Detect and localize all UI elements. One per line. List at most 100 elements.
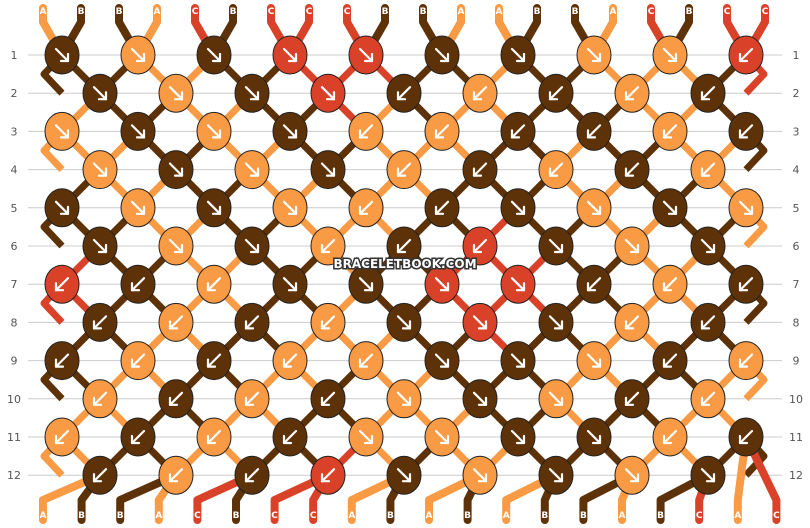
knot xyxy=(462,226,498,266)
arrow-icon xyxy=(434,429,450,445)
arrow-icon xyxy=(244,162,260,177)
arrow-head-icon xyxy=(738,129,749,139)
top-strand-label: C xyxy=(344,7,351,17)
arrow-icon xyxy=(586,353,602,368)
knot xyxy=(424,188,460,228)
top-strand-label: A xyxy=(496,7,503,17)
arrow-icon xyxy=(586,429,602,445)
knot xyxy=(728,35,764,75)
row-label-left: 9 xyxy=(11,355,18,368)
arrow-head-icon xyxy=(287,52,298,63)
row-label-left: 12 xyxy=(7,469,21,482)
arrow-head-icon xyxy=(510,129,521,139)
bottom-strand-label: A xyxy=(155,511,162,521)
top-strand-label: A xyxy=(40,7,47,17)
knot xyxy=(310,379,346,419)
arrow-icon xyxy=(586,200,602,215)
knot xyxy=(196,341,232,381)
arrow-icon xyxy=(282,200,298,215)
knot xyxy=(234,379,270,419)
knot xyxy=(158,73,194,113)
arrow-icon xyxy=(662,200,678,215)
arrow-icon xyxy=(548,238,564,254)
arrow-icon xyxy=(396,86,412,101)
arrow-icon xyxy=(434,124,450,139)
knot xyxy=(728,264,764,304)
row-label-left: 5 xyxy=(11,202,18,215)
knot xyxy=(538,226,574,266)
arrow-icon xyxy=(206,429,222,445)
arrow-head-icon xyxy=(173,167,184,177)
row-label-left: 6 xyxy=(11,240,18,253)
arrow-head-icon xyxy=(591,52,602,63)
knot xyxy=(348,341,384,381)
arrow-head-icon xyxy=(743,205,754,215)
bottom-strand xyxy=(579,471,636,524)
top-strand-label: B xyxy=(78,7,85,17)
arrow-head-icon xyxy=(401,473,412,483)
knot xyxy=(234,455,270,495)
knot xyxy=(690,226,726,266)
arrow-head-icon xyxy=(92,473,103,483)
arrow-icon xyxy=(548,391,564,406)
arrow-icon xyxy=(548,468,564,483)
knot xyxy=(82,455,118,495)
knot xyxy=(386,379,422,419)
knot xyxy=(158,302,194,342)
arrow-head-icon xyxy=(363,52,374,63)
arrow-head-icon xyxy=(358,358,369,368)
row-label-left: 11 xyxy=(7,431,21,444)
arrow-icon xyxy=(244,238,260,254)
knot xyxy=(310,226,346,266)
arrow-head-icon xyxy=(282,358,293,368)
arrow-head-icon xyxy=(211,129,222,139)
arrow-icon xyxy=(358,124,374,139)
knot xyxy=(44,35,80,75)
bottom-strand xyxy=(742,433,781,524)
knot xyxy=(196,417,232,457)
watermark: BRACELETBOOK.COM xyxy=(333,257,476,271)
knot xyxy=(158,150,194,190)
arrow-icon xyxy=(168,315,184,330)
knot xyxy=(690,150,726,190)
arrow-head-icon xyxy=(320,243,331,254)
arrow-icon xyxy=(168,86,184,101)
arrow-head-icon xyxy=(97,243,108,254)
arrow-head-icon xyxy=(705,243,716,254)
row-label-right: 12 xyxy=(789,469,803,482)
arrow-head-icon xyxy=(92,320,103,330)
row-label-left: 3 xyxy=(11,125,18,138)
bottom-strand-label: B xyxy=(78,511,85,521)
arrow-icon xyxy=(206,47,222,63)
arrow-head-icon xyxy=(624,396,635,406)
arrow-head-icon xyxy=(624,91,635,101)
knot xyxy=(158,455,194,495)
row-label-right: 8 xyxy=(793,316,800,329)
top-strand-label: B xyxy=(420,7,427,17)
arrow-head-icon xyxy=(287,129,298,139)
arrow-icon xyxy=(130,124,146,139)
arrow-head-icon xyxy=(624,320,635,330)
bottom-strand-label: B xyxy=(117,511,124,521)
arrow-icon xyxy=(700,315,716,330)
arrow-icon xyxy=(130,429,146,445)
arrow-icon xyxy=(320,238,336,254)
top-strand-label: C xyxy=(192,7,199,17)
knot xyxy=(690,379,726,419)
arrow-icon xyxy=(510,47,526,63)
arrow-head-icon xyxy=(548,167,559,177)
knot xyxy=(652,341,688,381)
knot xyxy=(120,264,156,304)
arrow-icon xyxy=(624,468,640,483)
arrow-head-icon xyxy=(586,129,597,139)
row-label-right: 11 xyxy=(789,431,803,444)
arrow-head-icon xyxy=(287,282,298,292)
arrow-icon xyxy=(320,468,336,483)
bottom-strand xyxy=(347,471,408,524)
bottom-strand xyxy=(116,471,180,524)
arrow-head-icon xyxy=(168,396,179,406)
arrow-icon xyxy=(434,47,450,63)
arrow-icon xyxy=(320,86,336,101)
arrow-head-icon xyxy=(97,91,108,101)
arrow-head-icon xyxy=(135,129,146,139)
